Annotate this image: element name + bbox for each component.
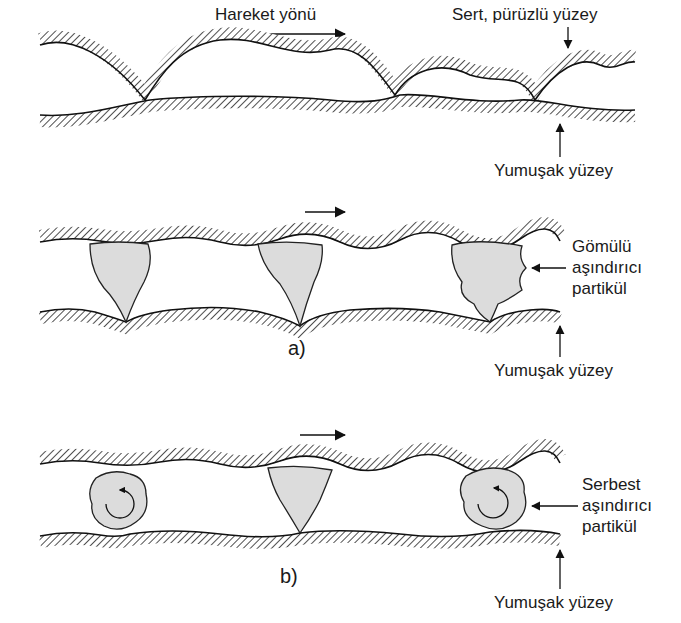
abrasive-particle [452, 242, 526, 322]
leader-line [559, 124, 560, 157]
leader-line [567, 27, 568, 48]
particle-label: Gömülü aşındırıcı partikül [572, 236, 676, 299]
surface-label: Sert, pürüzlü yüzey [452, 4, 598, 25]
surface-label: Yumuşak yüzey [494, 360, 613, 381]
panel-free-particles [40, 435, 578, 589]
abrasive-particle [268, 466, 332, 533]
leader-line [532, 267, 566, 268]
hard-surface [40, 39, 635, 100]
motion-arrow [305, 211, 345, 213]
particle-label: Serbest aşındırıcı partikül [582, 474, 676, 537]
abrasive-particle [90, 242, 150, 322]
surface-label: Yumuşak yüzey [494, 160, 613, 181]
motion-label: Hareket yönü [215, 4, 316, 25]
panel-letter: b) [280, 566, 298, 587]
abrasive-particle [90, 472, 147, 529]
soft-surface-hatch [40, 536, 560, 542]
abrasive-particle [258, 242, 322, 326]
panel-rough-surface [40, 27, 635, 157]
panel-embedded-particles [40, 212, 566, 357]
leader-line [559, 326, 560, 357]
motion-arrow [265, 33, 345, 35]
soft-surface [40, 95, 635, 116]
leader-line [532, 505, 578, 506]
surface-label: Yumuşak yüzey [494, 592, 613, 613]
rotation-arrow [106, 490, 134, 518]
abrasive-particle [460, 468, 525, 529]
rotation-arrow [478, 488, 508, 518]
motion-arrow [300, 434, 345, 436]
leader-line [559, 550, 560, 589]
panel-letter: a) [288, 338, 306, 359]
